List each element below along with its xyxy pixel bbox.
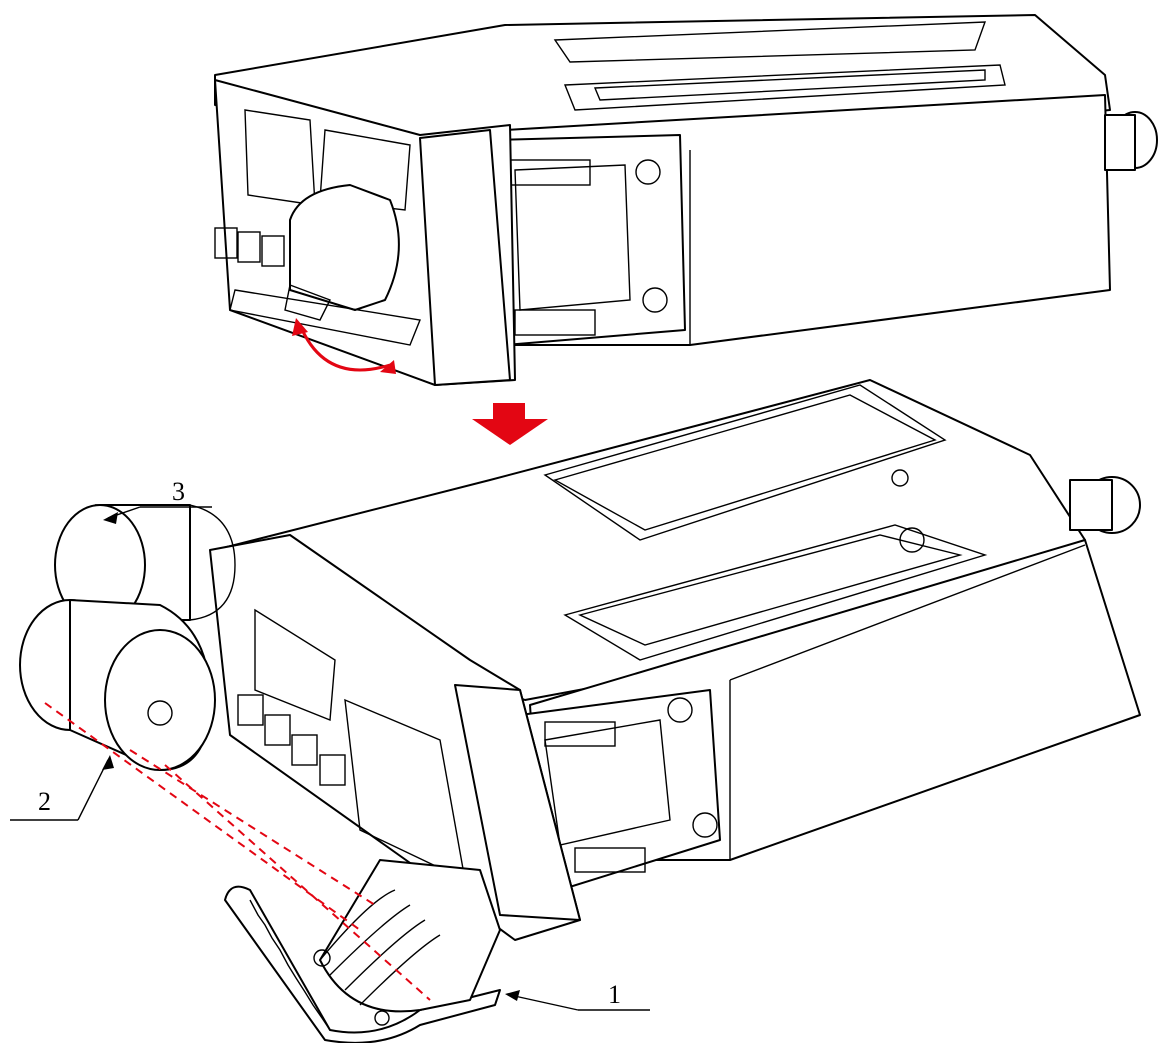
callout-2: 2 bbox=[10, 755, 114, 821]
top-panel-1 bbox=[543, 384, 947, 541]
callout-3: 3 bbox=[103, 477, 212, 524]
callout-2-label: 2 bbox=[38, 787, 51, 816]
paper-cover-closed bbox=[289, 184, 400, 311]
device-open bbox=[209, 379, 1141, 1043]
paper-roll-2 bbox=[19, 599, 216, 771]
down-arrow-icon bbox=[472, 403, 548, 445]
device-closed bbox=[214, 14, 1158, 386]
tear-edge bbox=[249, 899, 331, 1031]
callout-1-label: 1 bbox=[608, 980, 621, 1009]
rotation-arrow-icon bbox=[298, 324, 391, 372]
top-panel-2 bbox=[563, 524, 988, 661]
callout-1: 1 bbox=[505, 980, 650, 1011]
paper-roll-3 bbox=[54, 504, 236, 626]
paper-cover-open bbox=[224, 885, 501, 1043]
callout-3-label: 3 bbox=[172, 477, 185, 506]
paper-path-guides bbox=[44, 702, 431, 1001]
